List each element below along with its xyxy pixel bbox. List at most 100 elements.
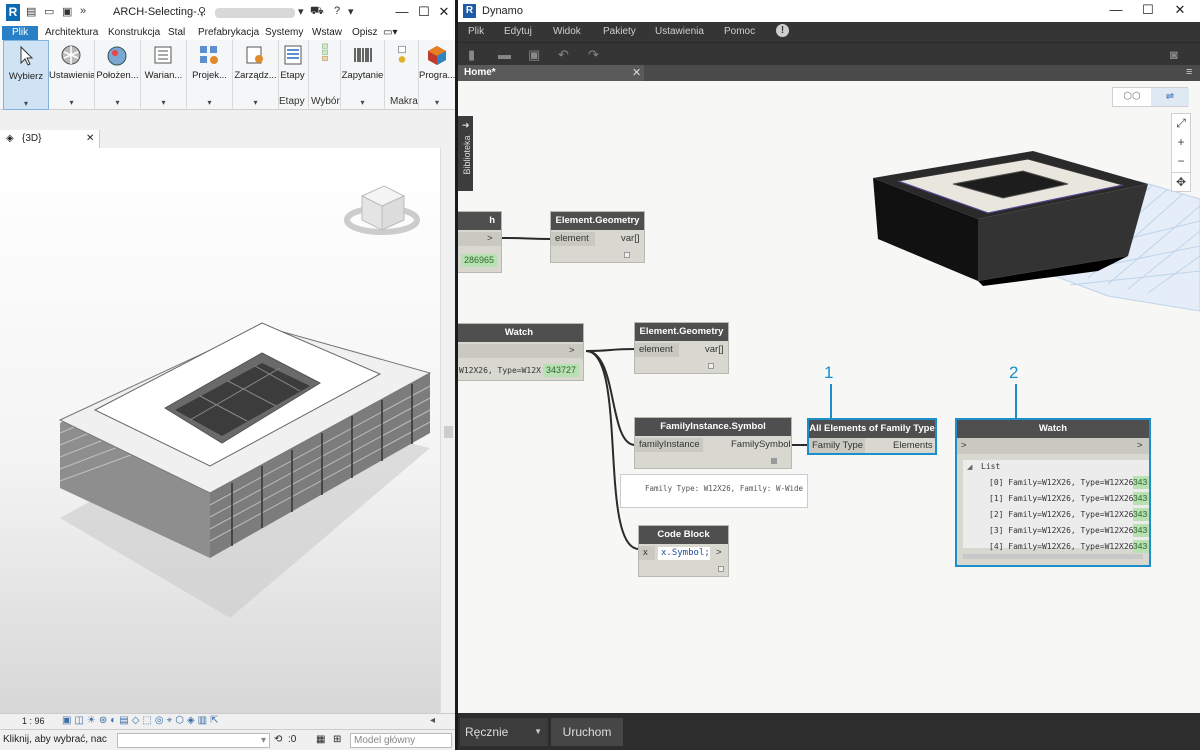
input-port-element[interactable]: element (555, 233, 589, 244)
close-button[interactable]: ✕ (1174, 2, 1186, 17)
chevron-down-icon[interactable]: ▾ (298, 6, 304, 18)
view-tab-3d[interactable]: ◈ {3D} ✕ (0, 130, 100, 148)
element-geometry-node-2[interactable]: Element.Geometry element var[] (634, 322, 729, 374)
menu-pomoc[interactable]: Pomoc (724, 26, 756, 37)
view-scale[interactable]: 1 : 96 (22, 716, 45, 726)
save-icon[interactable]: ▣ (62, 6, 73, 18)
scrollbar-thumb[interactable] (444, 426, 453, 438)
input-port-x[interactable]: x (643, 547, 648, 558)
close-icon[interactable]: ✕ (86, 133, 95, 144)
chevron-down-icon[interactable]: ▾ (360, 98, 365, 107)
zoom-in-icon[interactable]: + (1177, 135, 1185, 149)
tab-opisz[interactable]: Opisz (352, 27, 378, 38)
cart-icon[interactable]: ⛟ (310, 5, 324, 17)
output-port[interactable]: > (1137, 440, 1143, 451)
workset-dropdown[interactable]: ▾ (117, 733, 270, 748)
manage-tool-button[interactable]: Zarządz... ▾ (233, 40, 279, 110)
input-port-familyinstance[interactable]: familyInstance (639, 439, 700, 450)
project-tool-button[interactable]: Projek... ▾ (187, 40, 233, 110)
run-mode-dropdown[interactable]: Ręcznie ▼ (460, 718, 548, 746)
save-icon[interactable]: ▣ (528, 47, 541, 62)
select-tool-button[interactable]: Wybierz ▾ (3, 40, 49, 110)
chevron-down-icon[interactable]: ▾ (23, 99, 28, 108)
help-icon[interactable]: ? (334, 5, 341, 17)
minimize-button[interactable]: — (1109, 2, 1123, 17)
view-control-icons[interactable]: ▣◫☀⊛◐▤◇⬚◎⌖⬡◈▥⇱ (62, 715, 222, 726)
menu-ustawienia[interactable]: Ustawienia (655, 26, 704, 37)
settings-tool-button[interactable]: Ustawienia ▾ (49, 40, 95, 110)
menu-edytuj[interactable]: Edytuj (504, 26, 532, 37)
output-port[interactable]: > (569, 345, 575, 356)
zoom-fit-icon[interactable]: ⤢ (1176, 116, 1186, 130)
watch-scrollbar[interactable] (963, 554, 1143, 559)
chevron-down-icon[interactable]: ▾ (207, 98, 212, 107)
tab-menu-icon[interactable]: ≡ (1186, 66, 1193, 78)
minimize-button[interactable]: — (395, 4, 409, 19)
watch-node-right[interactable]: Watch > > ◢ List [0] Family=W12X26, Type… (955, 418, 1151, 567)
revit-logo[interactable]: R (6, 4, 20, 21)
menu-pakiety[interactable]: Pakiety (603, 26, 636, 37)
phases-tool-button[interactable]: Etapy (277, 40, 309, 110)
filter-icon[interactable]: ⊞ (333, 734, 342, 745)
sync-icon[interactable]: ⟲ (274, 734, 283, 745)
familyinstance-symbol-node[interactable]: FamilyInstance.Symbol familyInstance Fam… (634, 417, 792, 469)
tab-konstrukcja[interactable]: Konstrukcja (108, 27, 161, 38)
user-account[interactable] (215, 8, 295, 18)
output-port[interactable]: > (716, 547, 722, 558)
input-port-element[interactable]: element (639, 344, 673, 355)
zoom-out-icon[interactable]: − (1177, 154, 1185, 168)
menu-plik[interactable]: Plik (468, 26, 485, 37)
new-file-icon[interactable]: ▮ (468, 47, 476, 62)
watch-list[interactable]: ◢ List [0] Family=W12X26, Type=W12X26 34… (963, 460, 1149, 553)
design-option-dropdown[interactable]: Model główny (350, 733, 452, 748)
tab-plik[interactable]: Plik (2, 26, 39, 40)
output-port-var[interactable]: var[] (621, 233, 640, 244)
tab-home[interactable]: Home* ✕ (458, 65, 644, 81)
design-options-tool-button[interactable]: Warian... ▾ (141, 40, 187, 110)
design-option-icon[interactable]: ▦ (316, 734, 326, 745)
maximize-button[interactable]: ☐ (1142, 2, 1154, 17)
quick-access-more-icon[interactable]: » (80, 5, 87, 17)
input-port-family-type[interactable]: Family Type (812, 440, 864, 451)
pan-icon[interactable]: ✥ (1171, 172, 1191, 192)
redo-icon[interactable]: ↷ (588, 47, 599, 62)
output-port[interactable]: > (487, 233, 493, 244)
camera-icon[interactable]: ◙ (1170, 47, 1178, 62)
code-editor[interactable]: x.Symbol; (658, 547, 710, 560)
chevron-down-icon[interactable]: ▾ (253, 98, 258, 107)
help-dropdown-icon[interactable]: ▾ (348, 6, 354, 18)
selection-tools-group[interactable] (309, 40, 341, 110)
library-panel-toggle[interactable]: ➜ Biblioteka (458, 116, 473, 191)
code-block-node[interactable]: Code Block x x.Symbol; > (638, 525, 729, 577)
close-button[interactable]: ✕ (438, 4, 450, 19)
open-icon[interactable]: ▤ (26, 6, 37, 18)
binoculars-icon[interactable]: ⚲ (198, 6, 207, 18)
revit-3d-viewport[interactable] (0, 148, 440, 713)
output-port-familysymbol[interactable]: FamilySymbol (731, 439, 791, 450)
graph-view-icon[interactable]: ⇌ (1151, 88, 1189, 106)
viewport-scrollbar[interactable] (440, 148, 455, 713)
close-icon[interactable]: ✕ (632, 67, 642, 79)
watch-node-middle[interactable]: Watch > W12X26, Type=W12X26 343727 (458, 323, 584, 381)
collapse-triangle-icon[interactable]: ◢ (967, 464, 973, 471)
notification-icon[interactable]: ! (776, 24, 789, 37)
element-geometry-node-1[interactable]: Element.Geometry element var[] (550, 211, 645, 263)
programming-tool-button[interactable]: Progra... ▾ (419, 40, 455, 110)
menu-widok[interactable]: Widok (553, 26, 581, 37)
graph-canvas[interactable]: ➜ Biblioteka ⬡⬡ ⇌ ⤢ + − ✥ h > (458, 81, 1200, 713)
tab-stal[interactable]: Stal (168, 27, 186, 38)
output-port-var[interactable]: var[] (705, 344, 724, 355)
inquiry-tool-button[interactable]: Zapytanie ▾ (341, 40, 385, 110)
tab-wstaw[interactable]: Wstaw (312, 27, 342, 38)
location-tool-button[interactable]: Położen... ▾ (95, 40, 141, 110)
all-elements-of-family-type-node[interactable]: All Elements of Family Type Family Type … (807, 418, 937, 455)
scroll-left-icon[interactable]: ◂ (430, 715, 436, 726)
watch-node-top[interactable]: h > 286965 (458, 211, 502, 273)
input-port[interactable]: > (961, 440, 967, 451)
undo-icon[interactable]: ↶ (558, 47, 569, 62)
chevron-down-icon[interactable]: ▾ (161, 98, 166, 107)
ribbon-toggle-icon[interactable]: ▭▾ (383, 27, 398, 38)
tab-architektura[interactable]: Architektura (45, 27, 99, 38)
macros-tool-button[interactable] (385, 40, 419, 110)
tab-systemy[interactable]: Systemy (265, 27, 304, 38)
